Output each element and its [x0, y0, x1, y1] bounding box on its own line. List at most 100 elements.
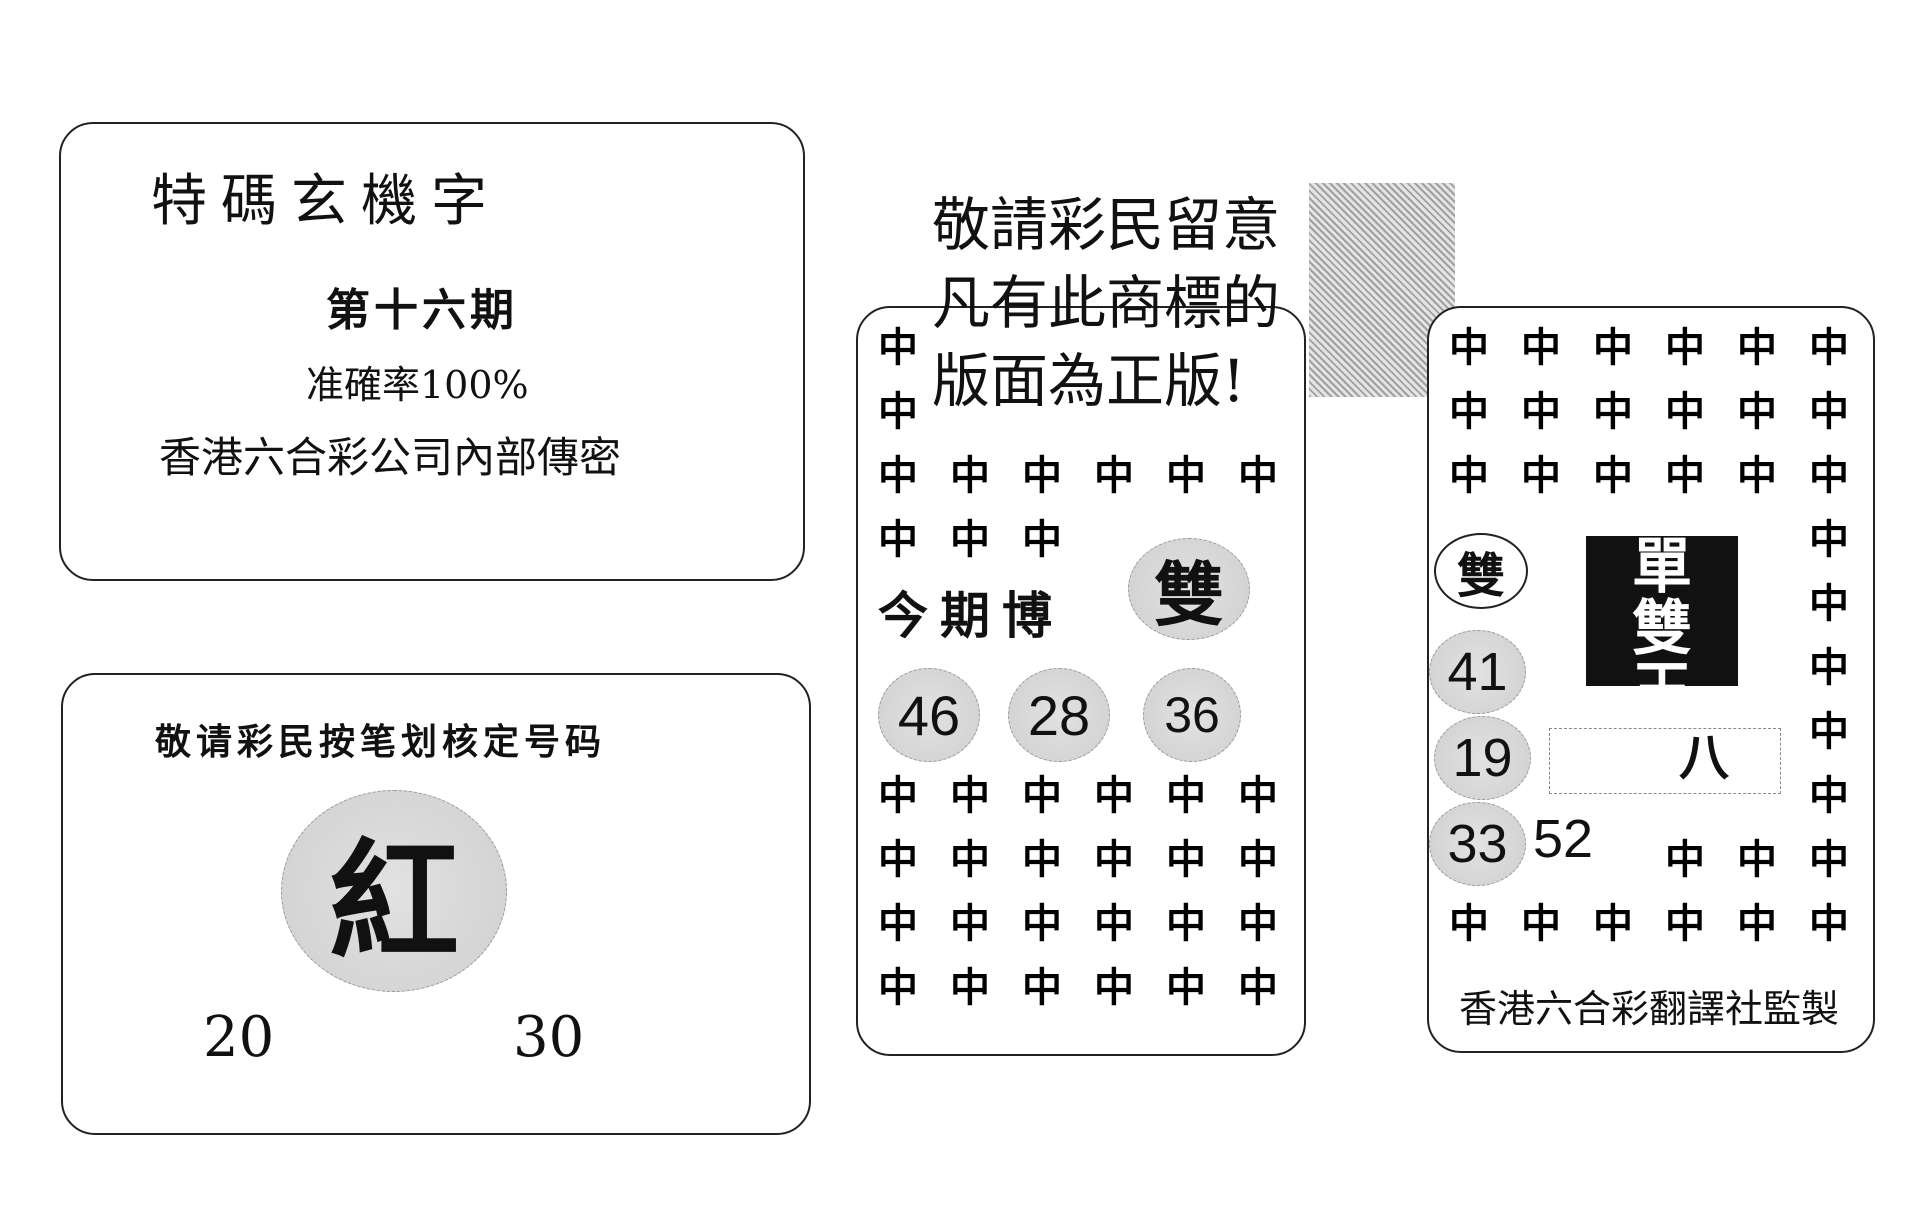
zhong-glyph: 中	[1166, 836, 1206, 883]
zhong-glyph: 中	[878, 516, 918, 563]
zhong-glyph: 中	[878, 452, 918, 499]
zhong-glyph: 中	[1809, 644, 1849, 691]
zhong-glyph: 中	[1094, 772, 1134, 819]
zhong-glyph: 中	[950, 516, 990, 563]
zhong-glyph: 中	[878, 324, 918, 371]
zhong-glyph: 中	[1593, 900, 1633, 947]
zhong-glyph: 中	[950, 452, 990, 499]
zhong-glyph: 中	[1521, 388, 1561, 435]
zhong-glyph: 中	[950, 772, 990, 819]
extra-number: 52	[1533, 809, 1594, 869]
box-char: 王	[1586, 660, 1738, 686]
zhong-glyph: 中	[1809, 516, 1849, 563]
zhong-glyph: 中	[1094, 452, 1134, 499]
zhong-glyph: 中	[1737, 388, 1777, 435]
zhong-glyph: 中	[1737, 900, 1777, 947]
zhong-glyph: 中	[1022, 900, 1062, 947]
notice-line-2: 凡有此商標的	[932, 269, 1281, 337]
subtitle: 香港六合彩公司內部傳密	[159, 433, 622, 482]
zhong-glyph: 中	[1665, 836, 1705, 883]
zhong-glyph: 中	[1809, 900, 1849, 947]
zhong-glyph: 中	[1022, 964, 1062, 1011]
zhong-glyph: 中	[950, 836, 990, 883]
number-ball: 36	[1143, 668, 1241, 762]
zhong-glyph: 中	[1449, 324, 1489, 371]
middle-panel: 中中中中中中中中中中中中中中中中中中中中中中中中中中中中中中中中中中中 今期博 …	[856, 306, 1306, 1056]
number: 36	[1164, 687, 1220, 743]
zhong-glyph: 中	[1737, 324, 1777, 371]
glyph-grid: 中中中中中中中中中中中中中中中中中中中中中中中中中中中中中中中中中中中	[858, 308, 1304, 1054]
zhong-glyph: 中	[1809, 324, 1849, 371]
issue-label: 第十六期	[326, 285, 518, 336]
zhong-glyph: 中	[1521, 324, 1561, 371]
zhong-glyph: 中	[1665, 388, 1705, 435]
zhong-glyph: 中	[1166, 964, 1206, 1011]
zhong-glyph: 中	[878, 388, 918, 435]
red-char-ball: 紅	[281, 790, 507, 992]
number-ball: 46	[878, 668, 980, 762]
zhong-glyph: 中	[878, 964, 918, 1011]
number: 41	[1447, 642, 1508, 702]
zhong-glyph: 中	[1809, 708, 1849, 755]
zhong-glyph: 中	[1022, 836, 1062, 883]
zhong-glyph: 中	[1809, 836, 1849, 883]
single-double-king-box: 單 雙 王	[1586, 536, 1738, 686]
zhong-glyph: 中	[1809, 452, 1849, 499]
zhong-glyph: 中	[1737, 452, 1777, 499]
notice-line-3: 版面為正版!	[932, 347, 1246, 415]
zhong-glyph: 中	[950, 900, 990, 947]
zhong-glyph: 中	[878, 900, 918, 947]
right-panel: 中中中中中中中中中中中中中中中中中中中中中中中中中中中中中中中中 雙 41 19…	[1427, 306, 1875, 1053]
bet-label: 今期博	[878, 586, 1064, 645]
number-ball: 19	[1434, 716, 1531, 800]
zhong-glyph: 中	[1809, 772, 1849, 819]
notice-line-1: 敬請彩民留意	[932, 191, 1281, 259]
eight-char: 八	[1679, 728, 1729, 787]
zhong-glyph: 中	[1238, 964, 1278, 1011]
zhong-glyph: 中	[1238, 836, 1278, 883]
zhong-glyph: 中	[1238, 900, 1278, 947]
zhong-glyph: 中	[1593, 388, 1633, 435]
zhong-glyph: 中	[1166, 452, 1206, 499]
zhong-glyph: 中	[1166, 900, 1206, 947]
zhong-glyph: 中	[1449, 388, 1489, 435]
zhong-glyph: 中	[1665, 452, 1705, 499]
zhong-glyph: 中	[1094, 964, 1134, 1011]
zhong-glyph: 中	[1521, 452, 1561, 499]
zhong-glyph: 中	[878, 772, 918, 819]
zhong-glyph: 中	[878, 836, 918, 883]
number-ball: 41	[1429, 630, 1526, 714]
parity: 雙	[1154, 552, 1224, 636]
code-panel: 敬请彩民按笔划核定号码 紅 20 30	[61, 673, 811, 1135]
title-panel: 特碼玄機字 第十六期 准確率100% 香港六合彩公司內部傳密	[59, 122, 805, 581]
number-left: 20	[203, 1005, 275, 1070]
number-right: 30	[513, 1005, 585, 1070]
zhong-glyph: 中	[1022, 516, 1062, 563]
parity: 雙	[1456, 548, 1505, 604]
title: 特碼玄機字	[151, 169, 501, 234]
number-ball: 28	[1008, 668, 1110, 762]
parity-ball: 雙	[1434, 533, 1528, 609]
notice: 敬請彩民留意 凡有此商標的 版面為正版!	[932, 186, 1280, 420]
zhong-glyph: 中	[1665, 900, 1705, 947]
zhong-glyph: 中	[1238, 452, 1278, 499]
footer: 香港六合彩翻譯社監製	[1459, 987, 1840, 1031]
zhong-glyph: 中	[1809, 580, 1849, 627]
number: 28	[1027, 683, 1091, 747]
zhong-glyph: 中	[950, 964, 990, 1011]
accuracy-label: 准確率100%	[306, 363, 529, 407]
zhong-glyph: 中	[1593, 324, 1633, 371]
zhong-glyph: 中	[1449, 900, 1489, 947]
number: 33	[1447, 814, 1508, 874]
zhong-glyph: 中	[1809, 388, 1849, 435]
zhong-glyph: 中	[1737, 836, 1777, 883]
zhong-glyph: 中	[1593, 452, 1633, 499]
zhong-glyph: 中	[1521, 900, 1561, 947]
zhong-glyph: 中	[1166, 772, 1206, 819]
zhong-glyph: 中	[1022, 452, 1062, 499]
box-char: 單	[1632, 536, 1692, 602]
number: 19	[1452, 728, 1513, 788]
zhong-glyph: 中	[1665, 324, 1705, 371]
parity-ball: 雙	[1128, 538, 1250, 640]
big-char: 紅	[328, 825, 459, 978]
